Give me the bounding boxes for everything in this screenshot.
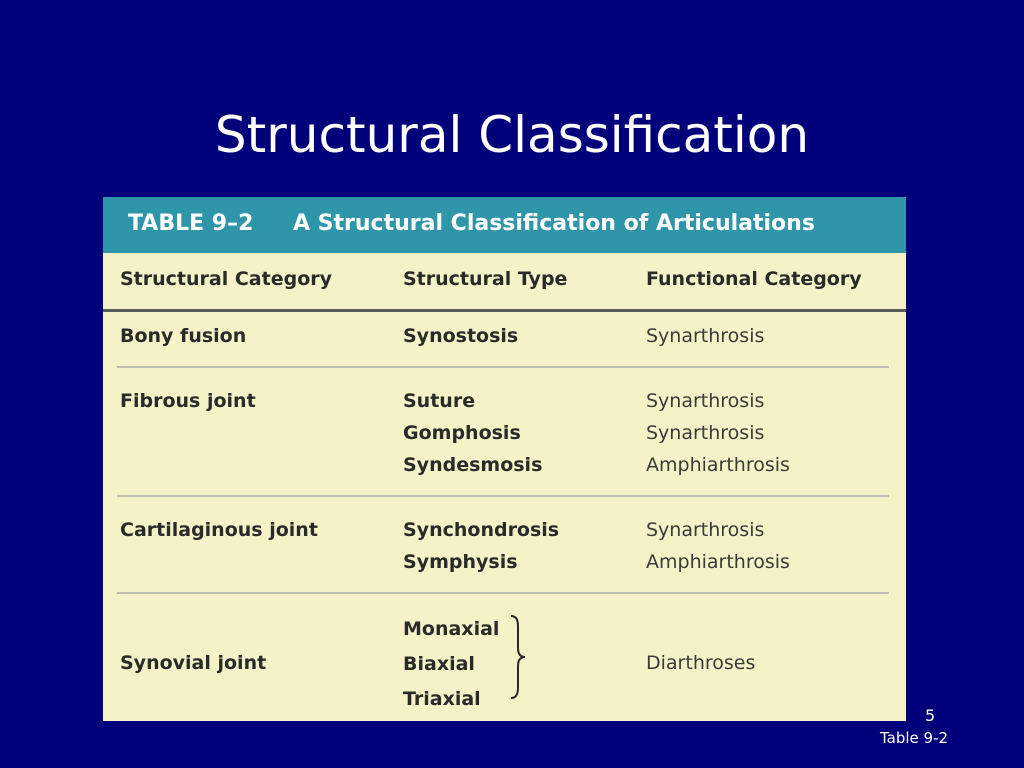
articulation-table: TABLE 9–2 A Structural Classification of… — [103, 197, 906, 721]
header-structural-type: Structural Type — [403, 268, 568, 290]
functional-item: Amphiarthrosis — [646, 454, 790, 476]
type-item: Synchondrosis — [403, 519, 560, 541]
type-item: Monaxial — [403, 618, 500, 640]
header-structural-category: Structural Category — [120, 268, 332, 290]
table-caption-bar: TABLE 9–2 A Structural Classification of… — [103, 197, 906, 253]
type-item: Symphysis — [403, 551, 518, 573]
row-synovial-functional: Diarthroses — [646, 652, 756, 674]
table-number: TABLE 9–2 — [128, 211, 254, 236]
functional-item: Synarthrosis — [646, 422, 765, 444]
type-item: Syndesmosis — [403, 454, 543, 476]
type-item: Suture — [403, 390, 476, 412]
row-bony-fusion-category: Bony fusion — [120, 325, 247, 347]
row-cartilaginous-category: Cartilaginous joint — [120, 519, 318, 541]
row-bony-fusion-type: Synostosis — [403, 325, 519, 347]
functional-item: Amphiarthrosis — [646, 551, 790, 573]
header-rule — [103, 309, 906, 312]
table-reference: Table 9-2 — [880, 729, 949, 747]
type-item: Gomphosis — [403, 422, 521, 444]
type-item: Biaxial — [403, 653, 475, 675]
row-fibrous-category: Fibrous joint — [120, 390, 256, 412]
table-caption: A Structural Classification of Articulat… — [293, 211, 815, 236]
row-synovial-types: Monaxial Biaxial Triaxial — [403, 612, 499, 717]
row-synovial-category: Synovial joint — [120, 652, 267, 674]
page-number: 5 — [925, 706, 936, 725]
row-bony-fusion-functional: Synarthrosis — [646, 325, 765, 347]
row-fibrous-functional: Synarthrosis Synarthrosis Amphiarthrosis — [646, 385, 790, 481]
row-divider — [117, 495, 889, 497]
header-functional-category: Functional Category — [646, 268, 862, 290]
row-divider — [117, 592, 889, 594]
functional-item: Synarthrosis — [646, 519, 765, 541]
row-cartilaginous-functional: Synarthrosis Amphiarthrosis — [646, 514, 790, 578]
functional-item: Synarthrosis — [646, 390, 765, 412]
row-fibrous-types: Suture Gomphosis Syndesmosis — [403, 385, 542, 481]
slide-title: Structural Classification — [214, 106, 810, 164]
curly-brace-icon — [510, 615, 526, 699]
row-cartilaginous-types: Synchondrosis Symphysis — [403, 514, 559, 578]
type-item: Triaxial — [403, 688, 481, 710]
row-divider — [117, 366, 889, 368]
